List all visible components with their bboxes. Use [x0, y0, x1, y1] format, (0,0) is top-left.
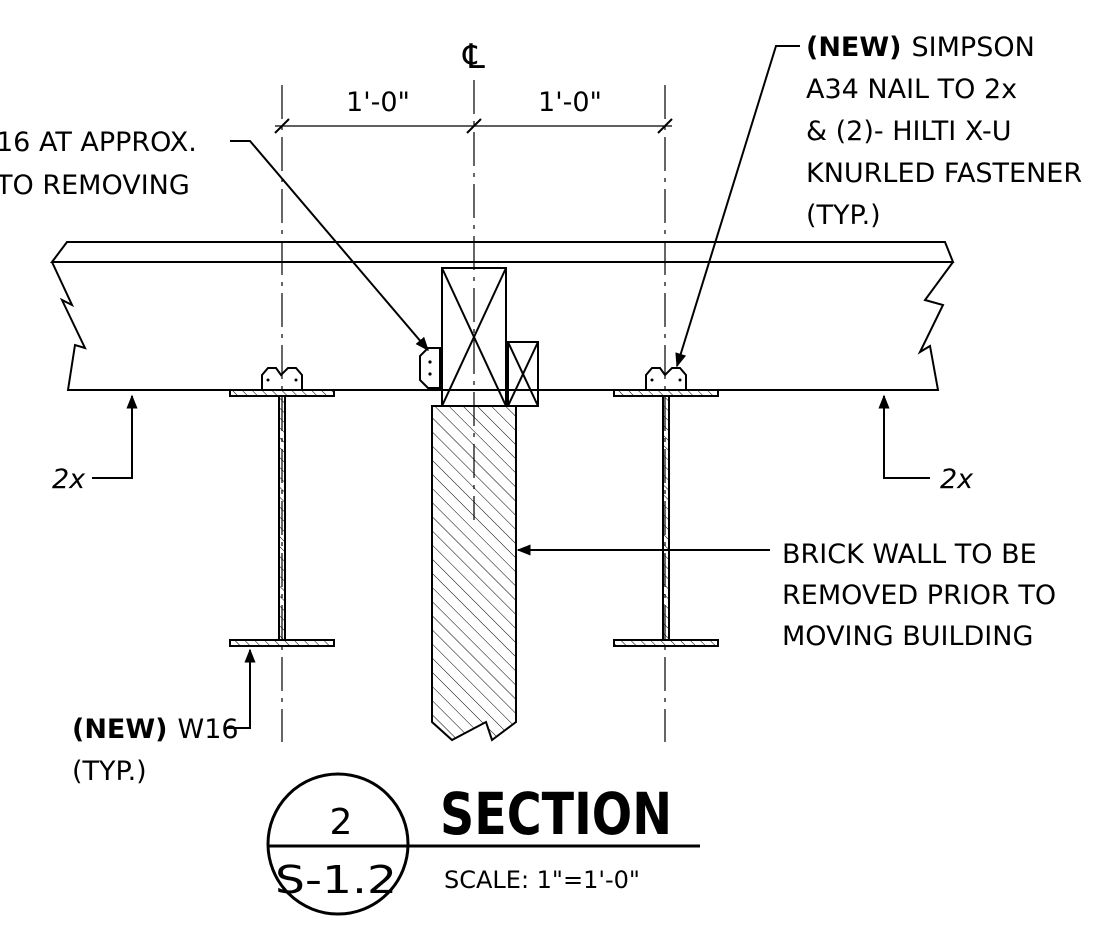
dimension-left-label: 1'-0" [346, 87, 410, 118]
note-new-tag: (NEW) [806, 32, 902, 63]
leader-lines [92, 45, 930, 729]
detail-title-block: 2 S-1.2 SECTION SCALE: 1"=1'-0" [266, 772, 700, 916]
floor-deck [50, 241, 955, 391]
note-top-right-line1: (NEW) SIMPSON [806, 32, 1035, 63]
left-steel-beam [229, 367, 335, 647]
sheet-number: S-1.2 [275, 858, 397, 902]
note-brick-wall: BRICK WALL TO BE REMOVED PRIOR TO MOVING… [782, 539, 1056, 652]
detail-scale: SCALE: 1"=1'-0" [444, 866, 640, 894]
note-top-right-line2: A34 NAIL TO 2x [806, 74, 1017, 105]
brick-wall [431, 405, 517, 742]
note-beam-line1: (NEW) W16 [72, 714, 239, 745]
note-top-right: (NEW) SIMPSON A34 NAIL TO 2x & (2)- HILTI… [806, 32, 1082, 231]
detail-title: SECTION [440, 780, 672, 848]
centerline-symbol: ℄ [462, 37, 485, 77]
note-top-right-line5: (TYP.) [806, 200, 881, 231]
note-brick-wall-line3: MOVING BUILDING [782, 621, 1033, 652]
note-beam-tag: (NEW) [72, 714, 168, 745]
detail-bubble [266, 772, 410, 916]
note-top-right-text1: SIMPSON [912, 32, 1035, 63]
note-top-left: 16 AT APPROX. TO REMOVING [0, 127, 197, 201]
note-beam-line2: (TYP.) [72, 756, 147, 787]
dimension-string: 1'-0" 1'-0" ℄ [274, 37, 673, 134]
note-top-right-line4: KNURLED FASTENER [806, 158, 1082, 189]
dimension-right-label: 1'-0" [538, 87, 602, 118]
note-brick-wall-line2: REMOVED PRIOR TO [782, 580, 1056, 611]
blocking-member [419, 267, 539, 407]
note-top-right-line3: & (2)- HILTI X-U [806, 116, 1012, 147]
note-top-left-line1: 16 AT APPROX. [0, 127, 197, 158]
note-top-left-line2: TO REMOVING [0, 170, 190, 201]
note-beam: (NEW) W16 (TYP.) [72, 714, 239, 787]
note-beam-text: W16 [178, 714, 239, 745]
note-right-joist: 2x [940, 464, 974, 495]
detail-number: 2 [330, 802, 353, 843]
note-brick-wall-line1: BRICK WALL TO BE [782, 539, 1037, 570]
note-left-joist: 2x [52, 464, 86, 495]
right-steel-beam [613, 367, 719, 647]
